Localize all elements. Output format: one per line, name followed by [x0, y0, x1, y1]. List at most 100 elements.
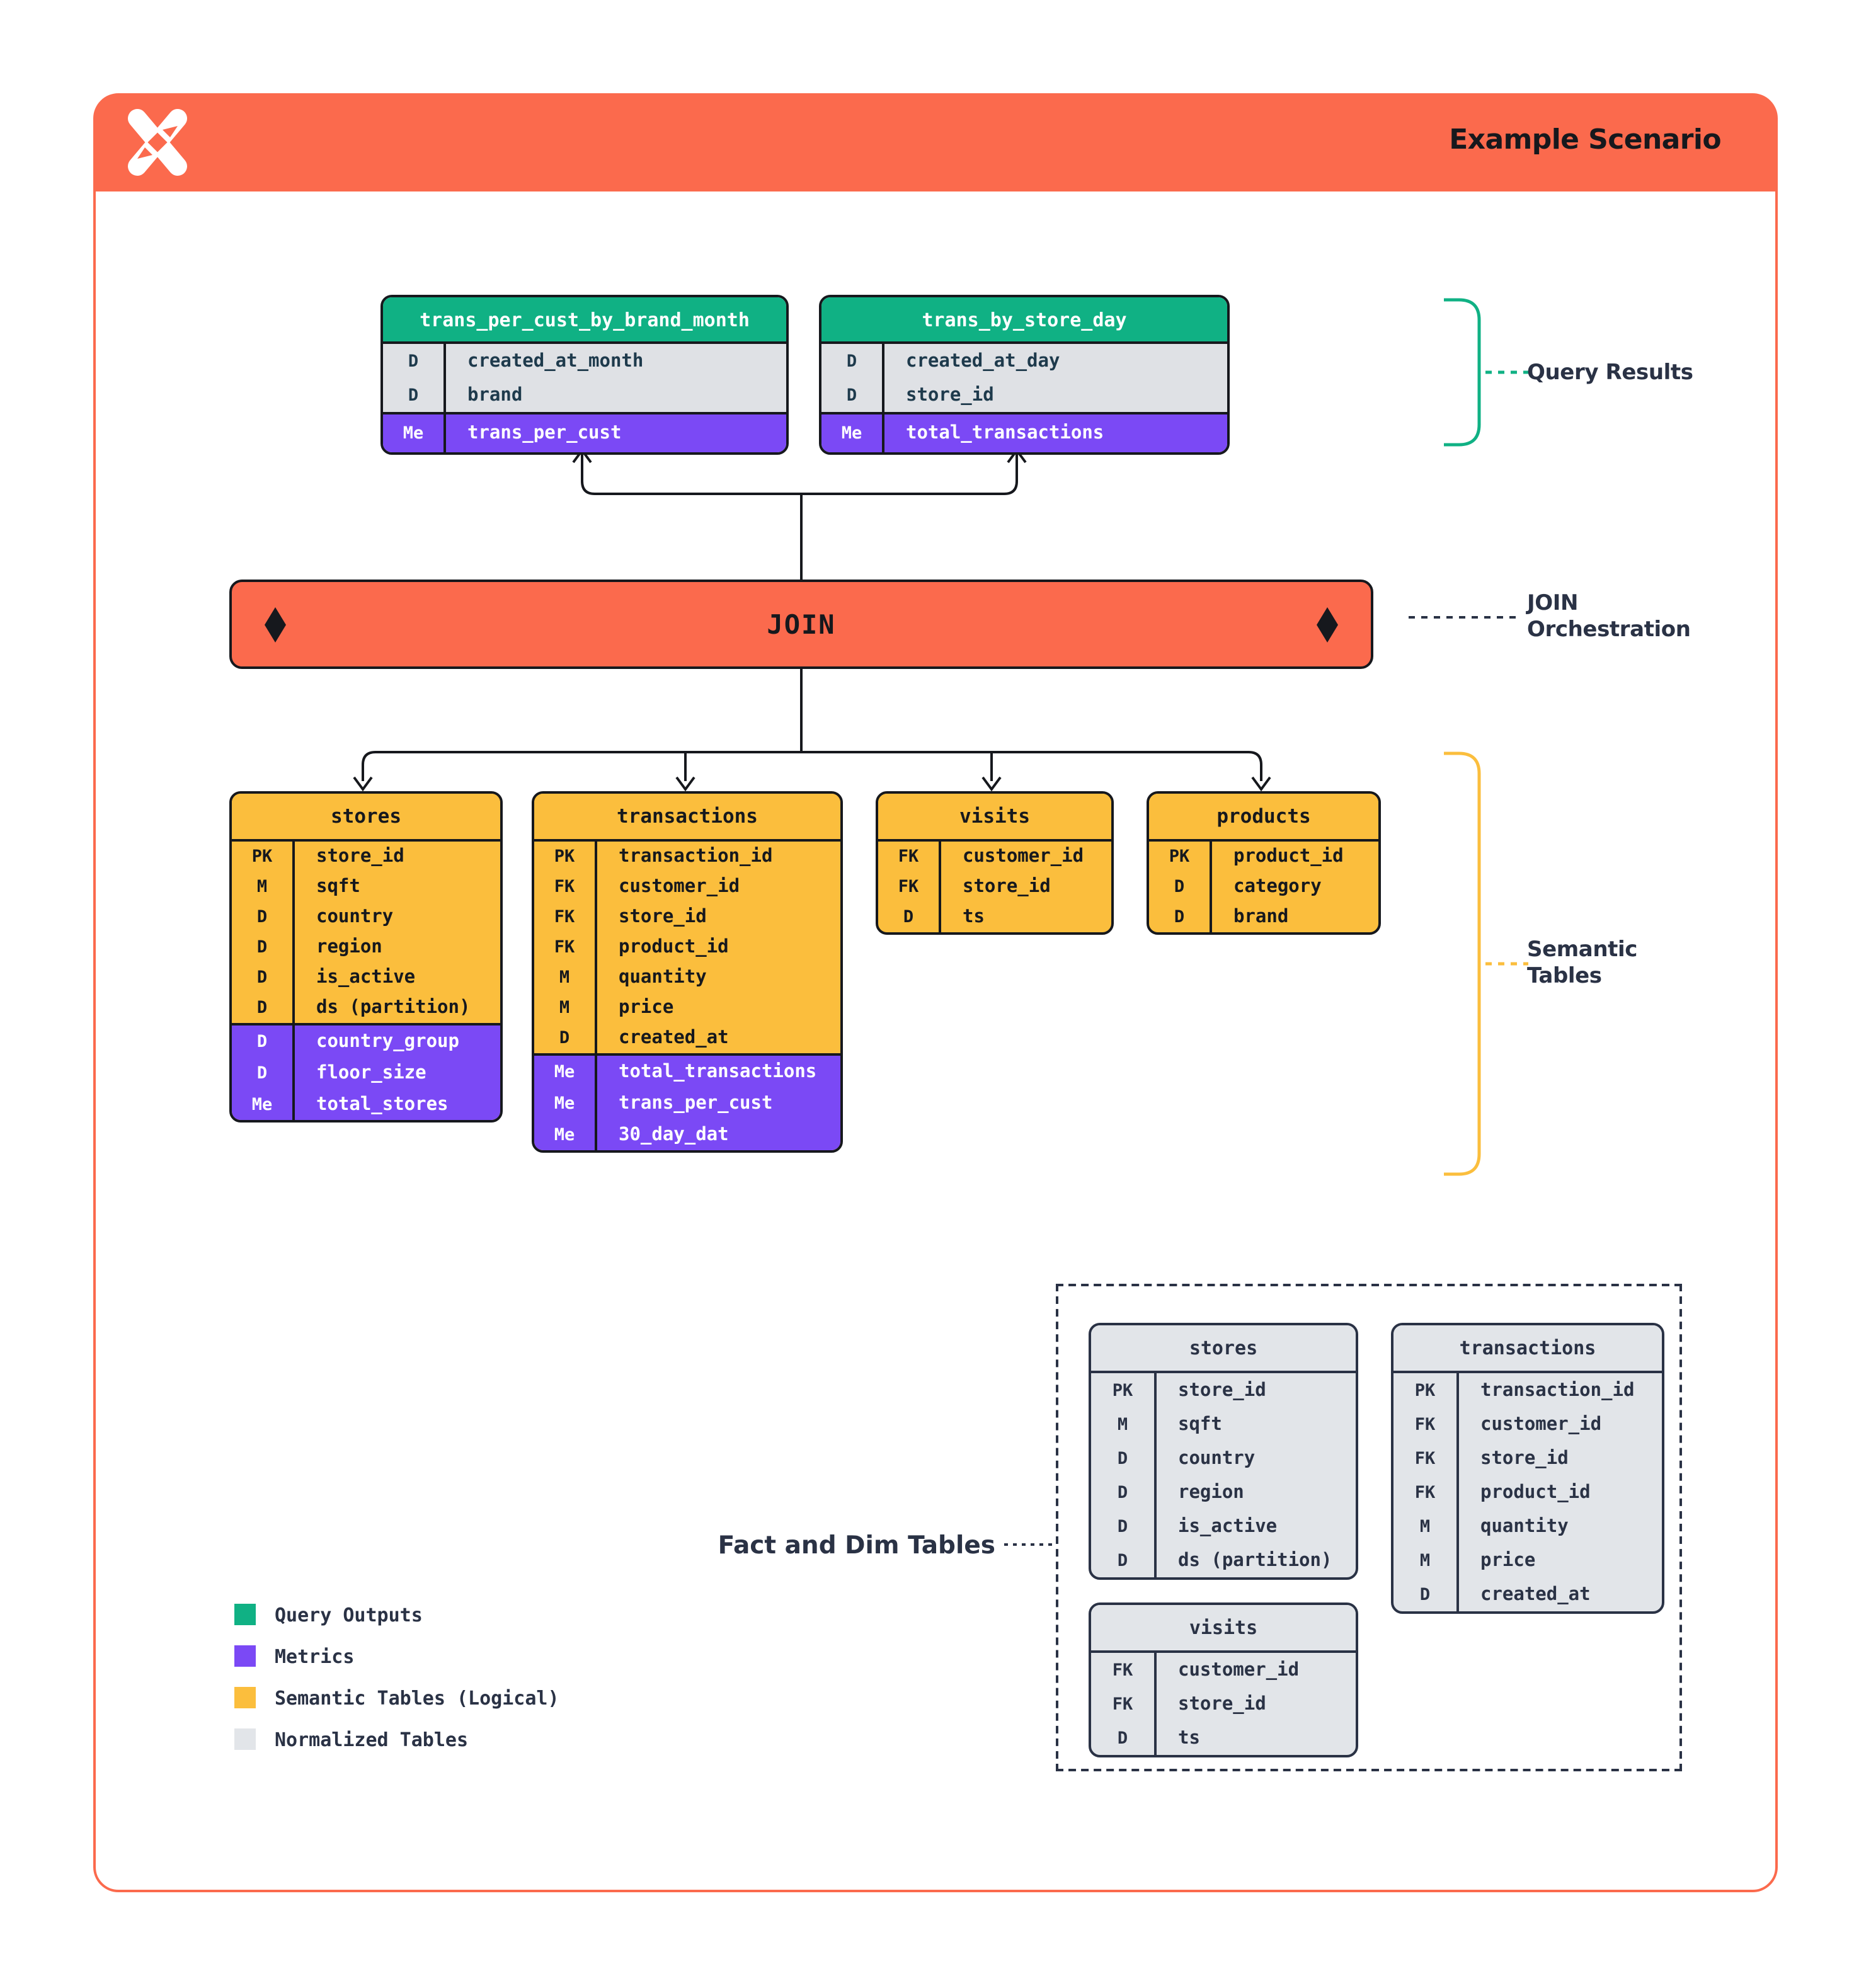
row-field-name: store_id	[619, 907, 707, 927]
card-header: Example Scenario	[94, 94, 1777, 191]
row-field-name: total_transactions	[906, 423, 1104, 443]
table-title: trans_by_store_day	[821, 297, 1227, 344]
row-key: D	[232, 902, 295, 932]
row-key: M	[1393, 1509, 1459, 1543]
row-field-name: price	[1480, 1550, 1536, 1570]
join-orchestration-label: JOIN Orchestration	[1527, 591, 1691, 643]
row-key: D	[1091, 1475, 1157, 1509]
green-swatch-icon	[234, 1604, 256, 1625]
row-key: D	[1091, 1509, 1157, 1543]
row-field-name: country	[316, 907, 394, 927]
row-key: FK	[534, 872, 597, 902]
row-field-name: country_group	[316, 1031, 459, 1051]
row-field-name: customer_id	[963, 847, 1084, 867]
row-field-name: ts	[1178, 1728, 1200, 1748]
row-field-name: created_at_month	[467, 351, 644, 371]
row-key: FK	[1393, 1441, 1459, 1475]
legend-item: Query Outputs	[234, 1603, 559, 1626]
row-key: M	[232, 872, 295, 902]
row-key: M	[534, 993, 597, 1023]
row-field-name: sqft	[1178, 1414, 1222, 1434]
row-field-name: 30_day_dat	[619, 1124, 729, 1145]
row-key: Me	[534, 1119, 597, 1150]
table-title: transactions	[1393, 1325, 1662, 1373]
row-key: FK	[878, 872, 941, 902]
row-key: FK	[1393, 1475, 1459, 1509]
table-row: Me 30_day_dat	[534, 1119, 840, 1150]
row-key: PK	[1091, 1373, 1157, 1407]
table-title: transactions	[534, 794, 840, 842]
query-results-label: Query Results	[1527, 360, 1693, 386]
row-field-name: created_at	[1480, 1584, 1591, 1604]
row-field-name: quantity	[1480, 1516, 1569, 1536]
legend-item: Metrics	[234, 1645, 559, 1667]
purple-swatch-icon	[234, 1645, 256, 1667]
row-key: FK	[1091, 1653, 1157, 1687]
legend-label: Normalized Tables	[275, 1728, 469, 1751]
table-title: visits	[1091, 1605, 1356, 1653]
row-key: D	[1091, 1441, 1157, 1475]
row-field-name: trans_per_cust	[467, 423, 622, 443]
row-field-name: product_id	[1233, 847, 1344, 867]
row-field-name: quantity	[619, 968, 707, 988]
row-key: Me	[821, 414, 884, 452]
row-field-name: store_id	[963, 877, 1051, 897]
row-field-name: product_id	[1480, 1482, 1591, 1502]
row-key: D	[821, 378, 884, 412]
row-key: PK	[232, 842, 295, 872]
row-field-name: store_id	[316, 847, 404, 867]
row-key: PK	[534, 842, 597, 872]
row-key: FK	[878, 842, 941, 872]
row-field-name: store_id	[1178, 1694, 1266, 1714]
diamond-icon	[265, 607, 286, 642]
row-key: M	[534, 963, 597, 993]
table-row: FK customer_id	[878, 842, 1111, 872]
row-field-name: created_at	[619, 1028, 729, 1048]
row-field-name: country	[1178, 1448, 1256, 1468]
row-key: Me	[383, 414, 446, 452]
row-key: D	[232, 932, 295, 963]
row-field-name: is_active	[1178, 1516, 1278, 1536]
semantic-tables-label: Semantic Tables	[1527, 937, 1637, 989]
row-key: D	[1091, 1721, 1157, 1755]
row-field-name: store_id	[1480, 1448, 1569, 1468]
row-key: D	[383, 378, 446, 412]
row-field-name: store_id	[906, 385, 994, 405]
row-key: D	[821, 344, 884, 378]
legend-item: Normalized Tables	[234, 1728, 559, 1751]
